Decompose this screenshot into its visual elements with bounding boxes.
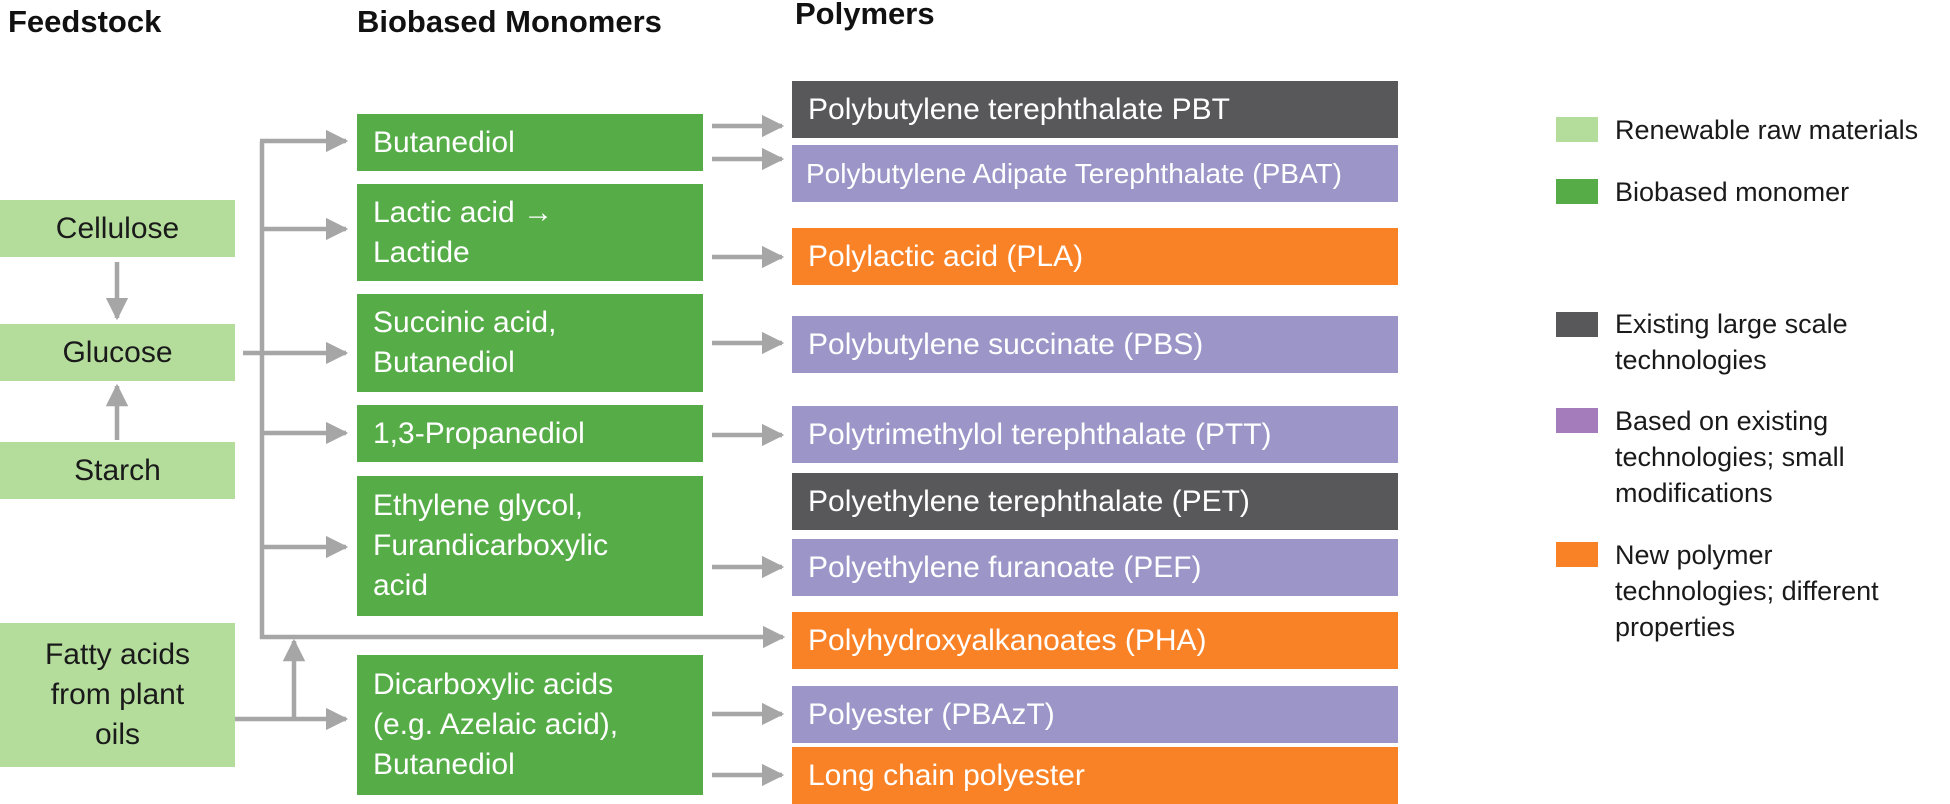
polymer-long-chain: Long chain polyester	[792, 747, 1398, 804]
monomers-header: Biobased Monomers	[357, 4, 662, 39]
monomer-propanediol: 1,3-Propanediol	[357, 405, 703, 462]
legend-new-line-1: New polymer	[1615, 540, 1773, 570]
feedstock-glucose: Glucose	[0, 324, 235, 381]
legend-text-new: New polymer technologies; different prop…	[1615, 537, 1879, 645]
feedstock-fatty-line-2: from plant	[50, 678, 185, 711]
legend-modified-line-3: modifications	[1615, 478, 1773, 508]
monomer-propanediol-line-1: 1,3-Propanediol	[373, 416, 585, 450]
legend-swatch-new	[1556, 542, 1598, 567]
legend-swatch-renewable	[1556, 117, 1598, 142]
feedstock-fatty-acids: Fatty acids from plant oils	[0, 623, 235, 767]
legend-swatch-monomer	[1556, 179, 1598, 204]
legend-modified-line-1: Based on existing	[1615, 406, 1829, 436]
legend-text-monomer: Biobased monomer	[1615, 174, 1849, 210]
monomer-dicarboxylic-line-2: (e.g. Azelaic acid),	[373, 708, 619, 741]
monomer-ethylene-line-1: Ethylene glycol,	[373, 489, 584, 522]
polymer-pet: Polyethylene terephthalate (PET)	[792, 473, 1398, 530]
legend-swatch-existing	[1556, 312, 1598, 337]
feedstock-fatty-line-3: oils	[94, 718, 140, 751]
monomer-ethylene-line-2: Furandicarboxylic	[373, 529, 609, 562]
legend-monomer-line-1: Biobased monomer	[1615, 177, 1850, 207]
polymer-pha: Polyhydroxyalkanoates (PHA)	[792, 612, 1398, 669]
polymers-header: Polymers	[795, 0, 935, 31]
monomer-succinic: Succinic acid, Butanediol	[357, 294, 703, 392]
legend-text-existing: Existing large scale technologies	[1615, 306, 1848, 378]
polymer-ptt: Polytrimethylol terephthalate (PTT)	[792, 406, 1398, 463]
feedstock-cellulose: Cellulose	[0, 200, 235, 257]
monomer-succinic-line-1: Succinic acid,	[373, 306, 557, 339]
legend-swatch-modified	[1556, 408, 1598, 433]
monomer-lactic-line-1: Lactic acid →	[373, 195, 554, 229]
monomer-succinic-line-2: Butanediol	[373, 346, 515, 379]
legend-existing-line-1: Existing large scale	[1615, 309, 1848, 339]
monomer-dicarboxylic: Dicarboxylic acids (e.g. Azelaic acid), …	[357, 655, 703, 795]
monomer-butanediol: Butanediol	[357, 114, 703, 171]
monomer-ethylene: Ethylene glycol, Furandicarboxylic acid	[357, 476, 703, 616]
feedstock-starch: Starch	[0, 442, 235, 499]
legend-new-line-3: properties	[1615, 612, 1736, 642]
feedstock-header: Feedstock	[8, 4, 162, 39]
polymer-pbat: Polybutylene Adipate Terephthalate (PBAT…	[792, 145, 1398, 202]
polymer-pbs: Polybutylene succinate (PBS)	[792, 316, 1398, 373]
feedstock-fatty-line-1: Fatty acids	[44, 638, 191, 671]
legend-renewable-line-1: Renewable raw materials	[1615, 115, 1919, 145]
monomer-butanediol-line-1: Butanediol	[373, 125, 515, 159]
legend-text-renewable: Renewable raw materials	[1615, 112, 1918, 148]
polymer-pbt: Polybutylene terephthalate PBT	[792, 81, 1398, 138]
monomer-lactic: Lactic acid → Lactide	[357, 184, 703, 281]
legend-modified-line-2: technologies; small	[1615, 442, 1845, 472]
polymer-pef: Polyethylene furanoate (PEF)	[792, 539, 1398, 596]
legend-existing-line-2: technologies	[1615, 345, 1767, 375]
legend-new-line-2: technologies; different	[1615, 576, 1879, 606]
polymer-pbazt: Polyester (PBAzT)	[792, 686, 1398, 743]
monomer-dicarboxylic-line-1: Dicarboxylic acids	[373, 668, 614, 701]
legend-text-modified: Based on existing technologies; small mo…	[1615, 403, 1845, 511]
monomer-ethylene-line-3: acid	[373, 569, 429, 602]
monomer-dicarboxylic-line-3: Butanediol	[373, 748, 515, 781]
polymer-pla: Polylactic acid (PLA)	[792, 228, 1398, 285]
monomer-lactic-line-2: Lactide	[373, 235, 470, 269]
